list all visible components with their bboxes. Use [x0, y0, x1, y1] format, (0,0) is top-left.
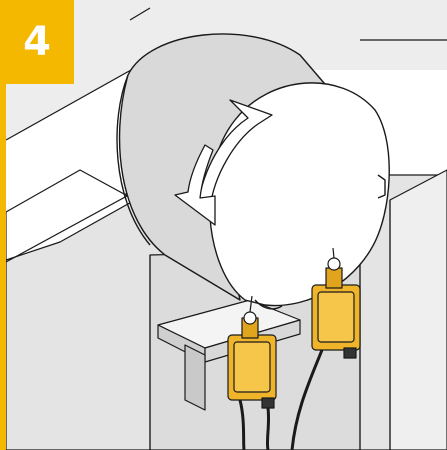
rotating-drum: [116, 33, 390, 310]
limit-switch-right: [290, 247, 361, 450]
step-number-badge: 4: [0, 0, 74, 84]
accent-bar: [0, 0, 6, 450]
rotation-arrows-icon: [174, 99, 273, 226]
limit-switch-left: [227, 295, 277, 450]
step-number: 4: [23, 19, 51, 65]
